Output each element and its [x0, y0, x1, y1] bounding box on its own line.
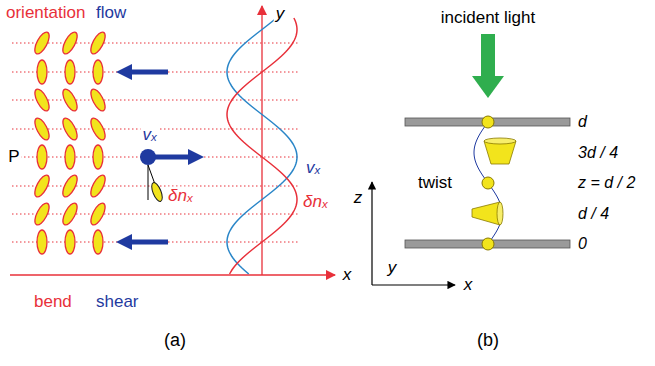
flow-arrow	[150, 155, 196, 160]
legend-word: orientation	[4, 4, 87, 23]
director-ellipse	[88, 87, 108, 113]
director-ellipse	[88, 173, 108, 199]
panel-label: (a)	[162, 331, 188, 351]
height-label: z = d / 2	[576, 174, 637, 192]
director-ellipse	[60, 116, 80, 142]
axis-label: x	[462, 276, 475, 295]
dotted-rows	[12, 43, 300, 242]
dotted-row	[12, 214, 300, 215]
director-dot	[482, 177, 494, 189]
fluid-particle	[140, 149, 156, 165]
height-label: d / 4	[576, 205, 611, 223]
flow-arrow	[124, 240, 168, 245]
panel-label: (b)	[475, 331, 501, 351]
director-ellipse	[93, 60, 103, 84]
director-ellipse	[93, 145, 103, 169]
director-ellipse	[65, 230, 75, 254]
director-cone	[472, 202, 500, 225]
legend-word: flow	[94, 4, 128, 23]
height-label: d	[576, 113, 589, 131]
twist-label: twist	[416, 174, 454, 193]
director-ellipse	[32, 201, 52, 227]
light-arrow-head	[472, 76, 504, 98]
dotted-row	[12, 43, 300, 44]
director-ellipse	[32, 173, 52, 199]
dotted-row	[12, 242, 300, 243]
director-ellipse	[32, 116, 52, 142]
dotted-row	[12, 100, 300, 101]
y-axis	[261, 6, 262, 275]
light-arrow-shaft	[481, 34, 495, 76]
x-axis	[372, 284, 455, 285]
flow-arrow	[124, 70, 168, 75]
velocity-label: vₓ	[141, 126, 160, 145]
director-ellipse	[88, 116, 108, 142]
director-ellipse	[32, 87, 52, 113]
director-ellipse	[60, 173, 80, 199]
axis-label: y	[274, 5, 287, 24]
profile-curves	[227, 18, 297, 274]
director-ellipse	[93, 230, 103, 254]
cone-base	[484, 138, 516, 144]
orientation-curve	[227, 18, 297, 274]
velocity-curve	[227, 18, 297, 274]
axis-label: y	[386, 259, 399, 278]
director-dot	[482, 116, 494, 128]
director-ellipse	[88, 30, 108, 56]
director-dot	[482, 238, 494, 250]
director-ellipse	[37, 145, 47, 169]
director-ellipse	[32, 30, 52, 56]
mode-word: shear	[94, 293, 141, 312]
director-ellipse	[65, 60, 75, 84]
curve-label: vₓ	[304, 159, 323, 178]
director-ellipses	[32, 30, 108, 254]
director-ellipse	[37, 60, 47, 84]
height-label: 0	[576, 235, 589, 253]
axis-label: x	[341, 266, 354, 285]
light-label: incident light	[439, 9, 538, 28]
reference-line	[148, 165, 149, 200]
tilt-label: δnₓ	[166, 187, 195, 206]
dotted-row	[12, 72, 300, 73]
cone-base	[497, 202, 503, 225]
mode-word: bend	[32, 293, 74, 312]
curve-label: δnₓ	[301, 193, 330, 212]
director-ellipse	[60, 87, 80, 113]
director-ellipse	[60, 201, 80, 227]
director-ellipse	[60, 30, 80, 56]
director-ellipse	[88, 201, 108, 227]
point-label: P	[6, 148, 21, 167]
tilted-director	[150, 181, 165, 203]
director-cone	[484, 141, 516, 164]
z-axis	[371, 182, 372, 285]
height-label: 3d / 4	[576, 144, 620, 162]
director-ellipse	[37, 230, 47, 254]
director-ellipse	[65, 145, 75, 169]
x-axis	[10, 274, 335, 275]
axis-label: z	[352, 189, 365, 208]
